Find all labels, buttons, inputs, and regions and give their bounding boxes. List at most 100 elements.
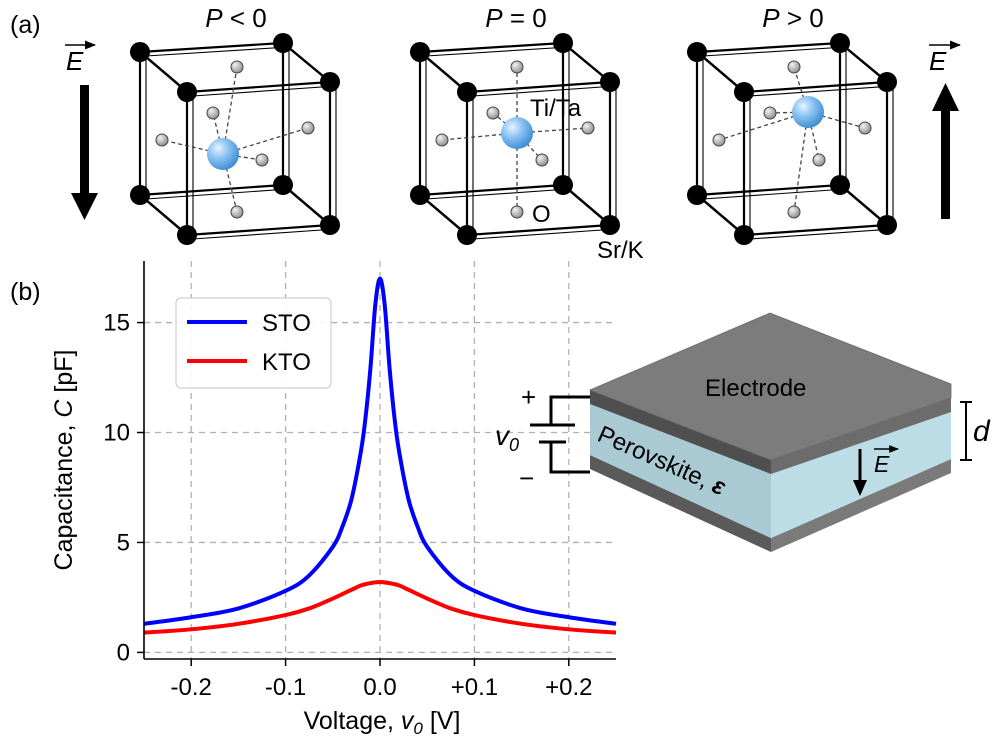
x-axis-label: Voltage, v0 [V] <box>304 707 461 738</box>
top-electrode-outline <box>588 312 952 461</box>
x-tick-label: -0.1 <box>265 674 306 701</box>
cell-edge-inner <box>192 228 337 240</box>
cell-edge <box>743 80 888 94</box>
bond-line <box>441 132 518 141</box>
cell-edge-inner <box>472 228 617 240</box>
ti-atom-icon <box>792 96 824 128</box>
sr-atom-icon <box>687 42 707 62</box>
sr-atom-icon <box>457 225 477 245</box>
sr-atom-icon <box>273 33 293 53</box>
field-arrow-shaft <box>80 85 89 193</box>
cell-title: P < 0 <box>205 3 266 33</box>
capacitor-device: Electrode Perovskite, ε E d + − v0 <box>495 312 991 552</box>
sr-atom-icon <box>553 33 573 53</box>
ti-atom-icon <box>501 117 533 149</box>
up-arrow-icon <box>932 83 959 111</box>
crystal-cell-3: P > 0 <box>687 3 897 245</box>
device-field-label: E <box>874 451 890 477</box>
cell-edge <box>419 183 564 197</box>
down-arrow-icon <box>853 480 867 496</box>
cell-edge <box>419 194 468 236</box>
series-line-sto <box>143 276 617 626</box>
plus-sign: + <box>521 382 536 412</box>
cell-edge <box>419 51 468 93</box>
oxygen-atom-icon <box>858 121 872 135</box>
oxygen-atom-icon <box>510 205 524 219</box>
oxygen-atom-icon <box>230 205 244 219</box>
cell-edge <box>419 41 564 54</box>
ti-atom-icon <box>207 138 239 170</box>
cell-edge <box>139 194 188 236</box>
cell-edge-inner <box>145 46 290 57</box>
x-tick-label: -0.2 <box>171 674 212 701</box>
y-tick-label: 5 <box>117 529 130 556</box>
oxygen-atom-icon <box>535 153 549 167</box>
cell-title: P > 0 <box>762 3 823 33</box>
x-tick-label: +0.1 <box>451 674 498 701</box>
bottom-electrode-front <box>590 455 771 552</box>
cell-edge-inner <box>425 188 570 200</box>
sr-atom-icon <box>877 215 897 235</box>
panel-b-label: (b) <box>10 278 41 306</box>
oxygen-atom-icon <box>155 133 169 147</box>
oxygen-atom-icon <box>787 60 801 74</box>
cell-edge-inner <box>192 85 337 97</box>
sr-atom-icon <box>273 175 293 195</box>
label-sr-k: Sr/K <box>597 237 644 264</box>
legend: STO KTO <box>175 297 332 389</box>
crystal-cell-2: P = 0 <box>410 3 620 245</box>
cell-edge-inner <box>702 188 847 200</box>
top-electrode-front <box>590 390 771 474</box>
cell-edge-inner <box>749 228 894 240</box>
bond-line <box>516 127 589 134</box>
sr-atom-icon <box>600 72 620 92</box>
electrode-label: Electrode <box>705 375 806 402</box>
sr-atom-icon <box>410 42 430 62</box>
cell-edge <box>696 194 745 236</box>
sr-atom-icon <box>687 185 707 205</box>
oxygen-atom-icon <box>301 121 315 135</box>
oxygen-atom-icon <box>510 60 524 74</box>
y-tick-label: 10 <box>103 420 130 447</box>
sr-atom-icon <box>457 82 477 102</box>
y-tick-label: 0 <box>117 639 130 666</box>
oxygen-atom-icon <box>581 121 595 135</box>
cell-edge <box>139 41 284 54</box>
oxygen-atom-icon <box>763 106 777 120</box>
legend-label-sto: STO <box>262 310 311 337</box>
legend-label-kto: KTO <box>262 349 311 376</box>
sr-atom-icon <box>830 33 850 53</box>
cell-edge <box>839 184 888 226</box>
sr-atom-icon <box>177 225 197 245</box>
cell-edge <box>696 183 841 197</box>
series-curves <box>143 276 617 635</box>
label-o: O <box>532 201 551 228</box>
x-tick-label: +0.2 <box>545 674 592 701</box>
cell-edge <box>743 223 888 237</box>
cell-edge <box>139 183 284 197</box>
panel-a-label: (a) <box>10 11 41 39</box>
cell-edge-inner <box>145 188 290 200</box>
cell-edge-inner <box>425 46 570 57</box>
sr-atom-icon <box>734 225 754 245</box>
voltage-source <box>530 395 590 474</box>
bond-line <box>793 111 809 213</box>
perovskite-front <box>590 390 771 538</box>
field-arrow-right: E <box>929 40 962 219</box>
field-arrow-shaft <box>941 111 950 219</box>
cell-edge <box>562 184 611 226</box>
field-label-left: E <box>66 46 84 76</box>
crystal-cell-1: P < 0 <box>130 3 340 245</box>
top-electrode-side <box>771 398 951 474</box>
cell-edge <box>139 51 188 93</box>
oxygen-atom-icon <box>206 106 220 120</box>
cell-edge-inner <box>472 85 617 97</box>
bottom-electrode-side <box>771 459 951 552</box>
crystal-cells: P < 0 P = 0 P > 0 <box>130 3 897 245</box>
down-arrow-icon <box>71 193 98 220</box>
sr-atom-icon <box>553 175 573 195</box>
label-ti-ta: Ti/Ta <box>530 95 582 122</box>
sr-atom-icon <box>600 215 620 235</box>
